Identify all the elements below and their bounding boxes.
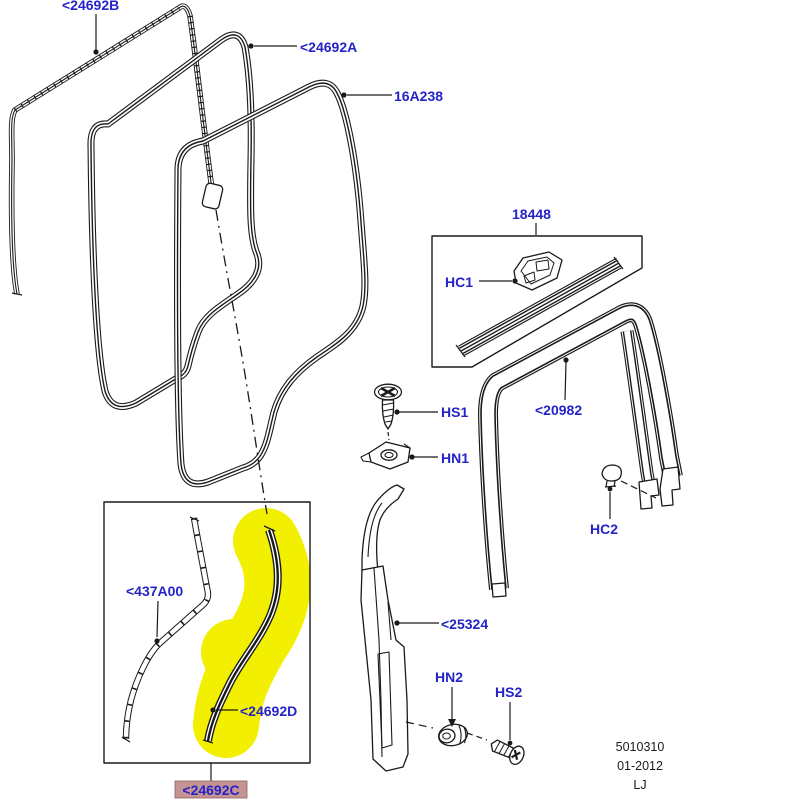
- footer-code: LJ: [633, 778, 646, 792]
- screw-hs1-drawing[interactable]: [373, 383, 403, 441]
- seal-end-cap: [201, 182, 224, 210]
- selected-part-label-24692c[interactable]: <24692C: [174, 780, 248, 799]
- part-label-24692a[interactable]: <24692A: [300, 39, 357, 55]
- part-label-hs2[interactable]: HS2: [495, 684, 522, 700]
- screw-hs2-drawing[interactable]: [487, 735, 526, 766]
- part-label-hc1[interactable]: HC1: [445, 274, 473, 290]
- part-label-25324[interactable]: <25324: [441, 616, 488, 632]
- strip-24692d-drawing[interactable]: [202, 525, 278, 743]
- leader-lines: [93, 14, 613, 781]
- footer-doc-number: 5010310: [616, 740, 665, 754]
- locator-dash-line: [215, 209, 268, 515]
- seal-24692b-drawing[interactable]: [12, 6, 213, 295]
- part-label-hn1[interactable]: HN1: [441, 450, 469, 466]
- clip-hc2-drawing[interactable]: [601, 464, 657, 499]
- seal-16a238-drawing[interactable]: [177, 83, 364, 484]
- pillar-25324-drawing[interactable]: [360, 484, 434, 772]
- strip-18448-drawing[interactable]: [456, 256, 623, 358]
- part-label-437a00[interactable]: <437A00: [126, 583, 183, 599]
- footer-date: 01-2012: [617, 759, 663, 773]
- grommet-hn2-drawing[interactable]: [437, 722, 488, 749]
- clip-hc1-drawing[interactable]: [513, 251, 563, 291]
- part-label-24692b[interactable]: <24692B: [62, 0, 119, 13]
- nut-hn1-drawing[interactable]: [360, 441, 411, 470]
- part-label-hc2[interactable]: HC2: [590, 521, 618, 537]
- part-label-24692d[interactable]: <24692D: [240, 703, 297, 719]
- detail-box-24692c: [103, 501, 311, 764]
- strip-437a00-drawing[interactable]: [121, 517, 208, 743]
- highlight-yellow-blob: [201, 541, 277, 725]
- frame-20982-drawing[interactable]: [488, 312, 680, 597]
- kit-box-18448: [431, 235, 643, 368]
- part-label-18448[interactable]: 18448: [512, 206, 551, 222]
- part-label-hn2[interactable]: HN2: [435, 669, 463, 685]
- selected-part-label-text: <24692C: [182, 782, 239, 798]
- part-label-20982[interactable]: <20982: [535, 402, 582, 418]
- part-label-16a238[interactable]: 16A238: [394, 88, 443, 104]
- part-label-hs1[interactable]: HS1: [441, 404, 468, 420]
- selected-part-highlight: [174, 780, 248, 799]
- footer-plate-info: 5010310 01-2012 LJ: [616, 740, 665, 792]
